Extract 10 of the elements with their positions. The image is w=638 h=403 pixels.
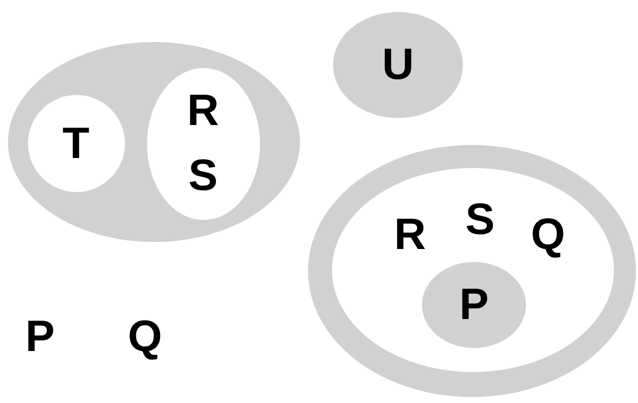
letter-label: R — [187, 89, 219, 133]
letter-label: Q — [530, 213, 566, 257]
letter-label: P — [25, 315, 55, 359]
letter-label: S — [465, 198, 495, 242]
letter-label: P — [459, 283, 489, 327]
letter-label: Q — [128, 315, 162, 359]
letter-label: R — [394, 213, 426, 257]
letter-label: U — [382, 43, 414, 87]
letter-label: T — [62, 122, 90, 166]
letter-label: S — [188, 154, 218, 198]
